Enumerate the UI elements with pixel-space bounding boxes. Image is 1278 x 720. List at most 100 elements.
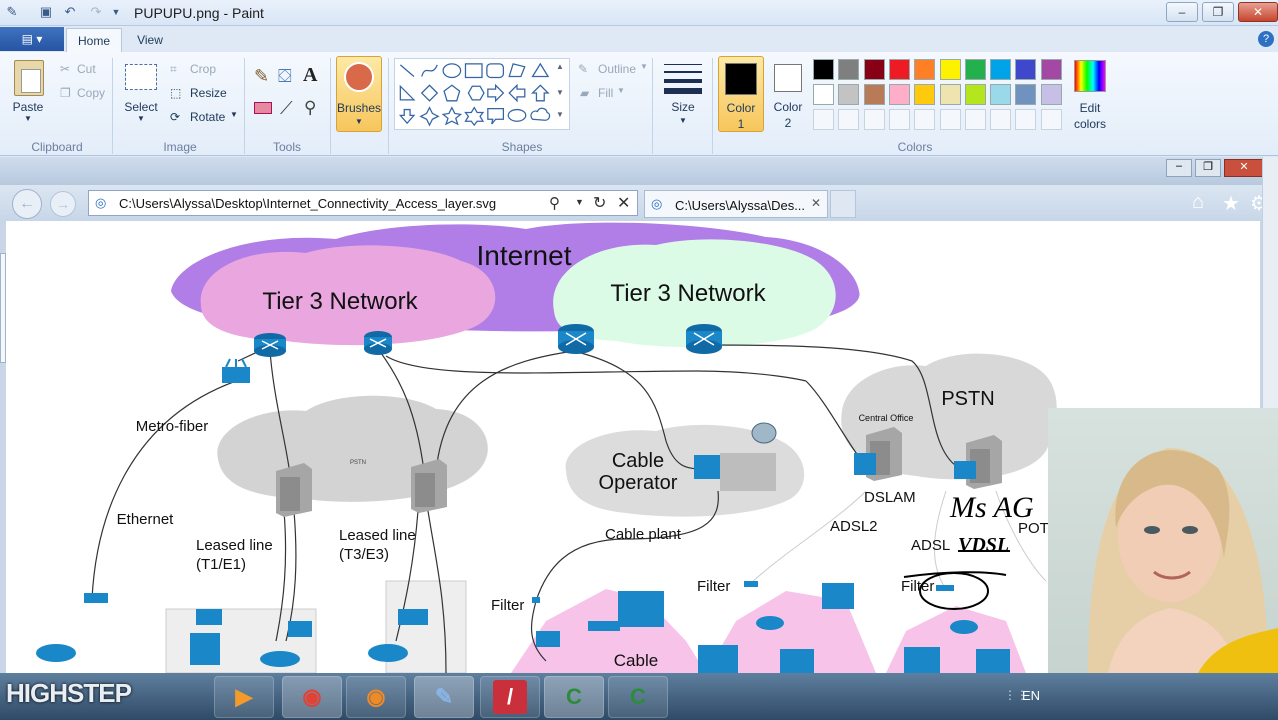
shapes-more-icon[interactable]: ▼ <box>556 110 564 119</box>
outline-dropdown-icon[interactable]: ▼ <box>640 62 648 71</box>
resize-icon[interactable]: ⬚ <box>170 86 182 100</box>
crop-button[interactable]: Crop <box>190 62 217 76</box>
save-icon[interactable]: ▣ <box>39 4 53 19</box>
edit-colors-icon[interactable] <box>1074 60 1106 92</box>
qat-dropdown-icon[interactable]: ▼ <box>111 7 121 17</box>
paste-button[interactable]: Paste <box>12 100 44 114</box>
size-icon[interactable] <box>664 60 702 94</box>
cut-button[interactable]: Cut <box>77 62 96 76</box>
palette-swatch[interactable] <box>914 84 936 105</box>
fill-button[interactable]: Fill <box>598 86 614 100</box>
cable-operator-cloud <box>565 424 805 517</box>
copy-button[interactable]: Copy <box>77 86 106 100</box>
text-tool-icon[interactable]: A <box>303 64 318 86</box>
fill-icon[interactable]: ▰ <box>580 86 590 100</box>
cut-icon[interactable]: ✂ <box>60 62 71 76</box>
palette-swatch[interactable] <box>1040 59 1062 80</box>
tab-view[interactable]: View <box>137 33 163 47</box>
palette-swatch[interactable] <box>888 84 910 105</box>
fill-bucket-icon[interactable]: ⛋ <box>278 66 292 86</box>
taskbar-camtasia-icon[interactable]: C <box>544 676 604 718</box>
palette-swatch[interactable] <box>1040 84 1062 105</box>
taskbar-chrome-icon[interactable]: ◉ <box>282 676 342 718</box>
callout-rect-shape-icon <box>487 107 505 125</box>
shapes-gallery[interactable] <box>394 58 570 130</box>
palette-swatch[interactable] <box>914 109 936 130</box>
rotate-button[interactable]: Rotate <box>190 110 226 124</box>
palette-swatch[interactable] <box>990 59 1012 80</box>
pencil-icon[interactable]: ✎ <box>254 66 270 86</box>
palette-swatch[interactable] <box>863 109 885 130</box>
eraser-icon[interactable] <box>254 102 272 114</box>
color2-button[interactable]: Color 2 <box>766 56 810 132</box>
palette-swatch[interactable] <box>939 84 961 105</box>
palette-swatch[interactable] <box>888 59 910 80</box>
taskbar-firefox-icon[interactable]: ◉ <box>346 676 406 718</box>
brushes-label: Brushes <box>337 101 382 115</box>
shapes-scroll-down-icon[interactable]: ▼ <box>556 88 564 97</box>
minimize-button[interactable]: – <box>1166 2 1198 22</box>
palette-swatch[interactable] <box>914 59 936 80</box>
language-indicator[interactable]: EN <box>1022 688 1041 703</box>
shapes-scroll-up-icon[interactable]: ▲ <box>556 62 564 71</box>
edit-colors-button[interactable]: Edit <box>1079 101 1101 115</box>
fill-dropdown-icon[interactable]: ▼ <box>617 86 625 95</box>
maximize-button[interactable]: ❐ <box>1202 2 1234 22</box>
palette-swatch[interactable] <box>939 59 961 80</box>
redo-icon[interactable]: ↷ <box>90 4 102 19</box>
magnifier-icon[interactable]: ⚲ <box>304 98 317 117</box>
palette-swatch[interactable] <box>990 84 1012 105</box>
palette-swatch[interactable] <box>1015 84 1037 105</box>
color1-button[interactable]: Color 1 <box>718 56 764 132</box>
palette-swatch[interactable] <box>1040 109 1062 130</box>
palette-swatch[interactable] <box>863 84 885 105</box>
close-button[interactable]: ✕ <box>1238 2 1278 22</box>
rotate-icon[interactable]: ⟳ <box>170 110 181 124</box>
color-picker-icon[interactable]: ⟋ <box>280 98 293 118</box>
palette-swatch[interactable] <box>990 109 1012 130</box>
palette-swatch[interactable] <box>813 84 834 105</box>
forward-icon: → <box>50 191 76 217</box>
palette-swatch[interactable] <box>813 59 834 80</box>
browser-tab: ◎ C:\Users\Alyssa\Des... ✕ <box>644 190 828 218</box>
taskbar-media-player-icon[interactable]: ▶ <box>214 676 274 718</box>
outline-icon[interactable]: ✎ <box>578 62 589 76</box>
rotate-dropdown-icon[interactable]: ▼ <box>230 110 238 119</box>
size-button[interactable]: Size <box>671 100 695 114</box>
help-icon[interactable]: ? <box>1258 31 1274 47</box>
resize-button[interactable]: Resize <box>190 86 227 100</box>
brushes-button[interactable]: Brushes ▼ <box>336 56 382 132</box>
file-menu-button[interactable]: ▤ ▾ <box>0 27 64 51</box>
select-button[interactable]: Select <box>124 100 158 114</box>
palette-swatch[interactable] <box>1015 109 1037 130</box>
paint-app-icon[interactable]: ✎ <box>6 4 18 19</box>
paste-dropdown-icon[interactable]: ▼ <box>24 114 32 123</box>
taskbar-camtasia-recorder-icon[interactable]: C <box>608 676 668 718</box>
undo-icon[interactable]: ↶ <box>64 4 76 19</box>
palette-swatch[interactable] <box>838 109 860 130</box>
taskbar-app-red-icon[interactable]: / <box>480 676 540 718</box>
palette-swatch[interactable] <box>888 109 910 130</box>
palette-swatch[interactable] <box>813 109 834 130</box>
palette-swatch[interactable] <box>838 59 860 80</box>
separator <box>330 58 331 154</box>
palette-swatch[interactable] <box>939 109 961 130</box>
five-point-star-shape-icon <box>441 106 463 126</box>
paste-icon[interactable] <box>14 60 44 96</box>
palette-swatch[interactable] <box>964 84 986 105</box>
palette-swatch[interactable] <box>863 59 885 80</box>
size-dropdown-icon[interactable]: ▼ <box>679 116 687 125</box>
tab-home[interactable]: Home <box>66 28 122 52</box>
taskbar-paint-icon[interactable]: ✎ <box>414 676 474 718</box>
palette-swatch[interactable] <box>964 59 986 80</box>
outline-button[interactable]: Outline <box>598 62 637 76</box>
select-dropdown-icon[interactable]: ▼ <box>137 114 145 123</box>
palette-swatch[interactable] <box>964 109 986 130</box>
select-icon[interactable] <box>125 64 157 90</box>
palette-swatch[interactable] <box>1015 59 1037 80</box>
palette-swatch[interactable] <box>838 84 860 105</box>
canvas-resize-handle[interactable] <box>0 253 6 363</box>
crop-icon[interactable]: ⌗ <box>170 62 177 76</box>
router-icon <box>686 324 722 354</box>
copy-icon[interactable]: ❐ <box>60 86 71 100</box>
